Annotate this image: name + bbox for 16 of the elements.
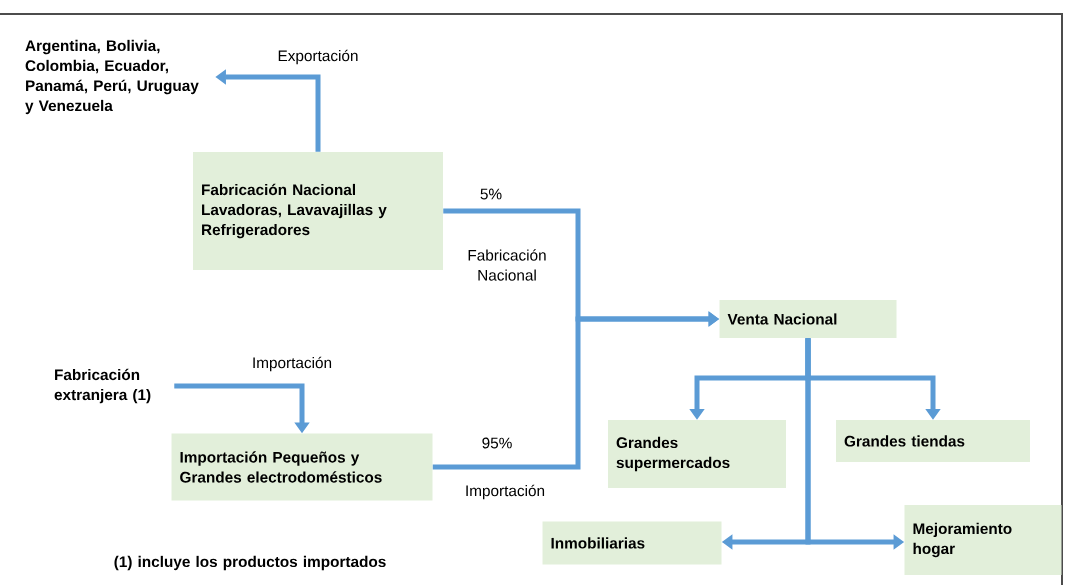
process-box: Mejoramiento hogar (904, 505, 1062, 575)
source-text: Fabricación extranjera (1) (54, 368, 151, 404)
process-box: Grandes supermercados (608, 420, 786, 488)
edge-label: 5% (478, 187, 504, 201)
edge-label: Exportación (276, 48, 360, 66)
process-box: Grandes tiendas (836, 420, 1030, 462)
footnote: (1) incluye los productos importados (114, 555, 386, 571)
destination-text: Argentina, Bolivia, Colombia, Ecuador, Panamá, Perú, Uruguay y Venezuela (25, 39, 199, 115)
edge-label: Importación (250, 355, 334, 373)
edge-note: Fabricación Nacional (468, 249, 546, 281)
edge-label: 95% (480, 436, 514, 450)
process-box: Importación Pequeños y Grandes electrodomésticos (171, 433, 433, 501)
process-box: Inmobiliarias (542, 521, 722, 565)
edge-note: Importación (466, 484, 545, 500)
process-box: Venta Nacional (719, 300, 897, 338)
process-box: Fabricación Nacional Lavadoras, Lavavajillas y Refrigeradores (193, 152, 443, 270)
